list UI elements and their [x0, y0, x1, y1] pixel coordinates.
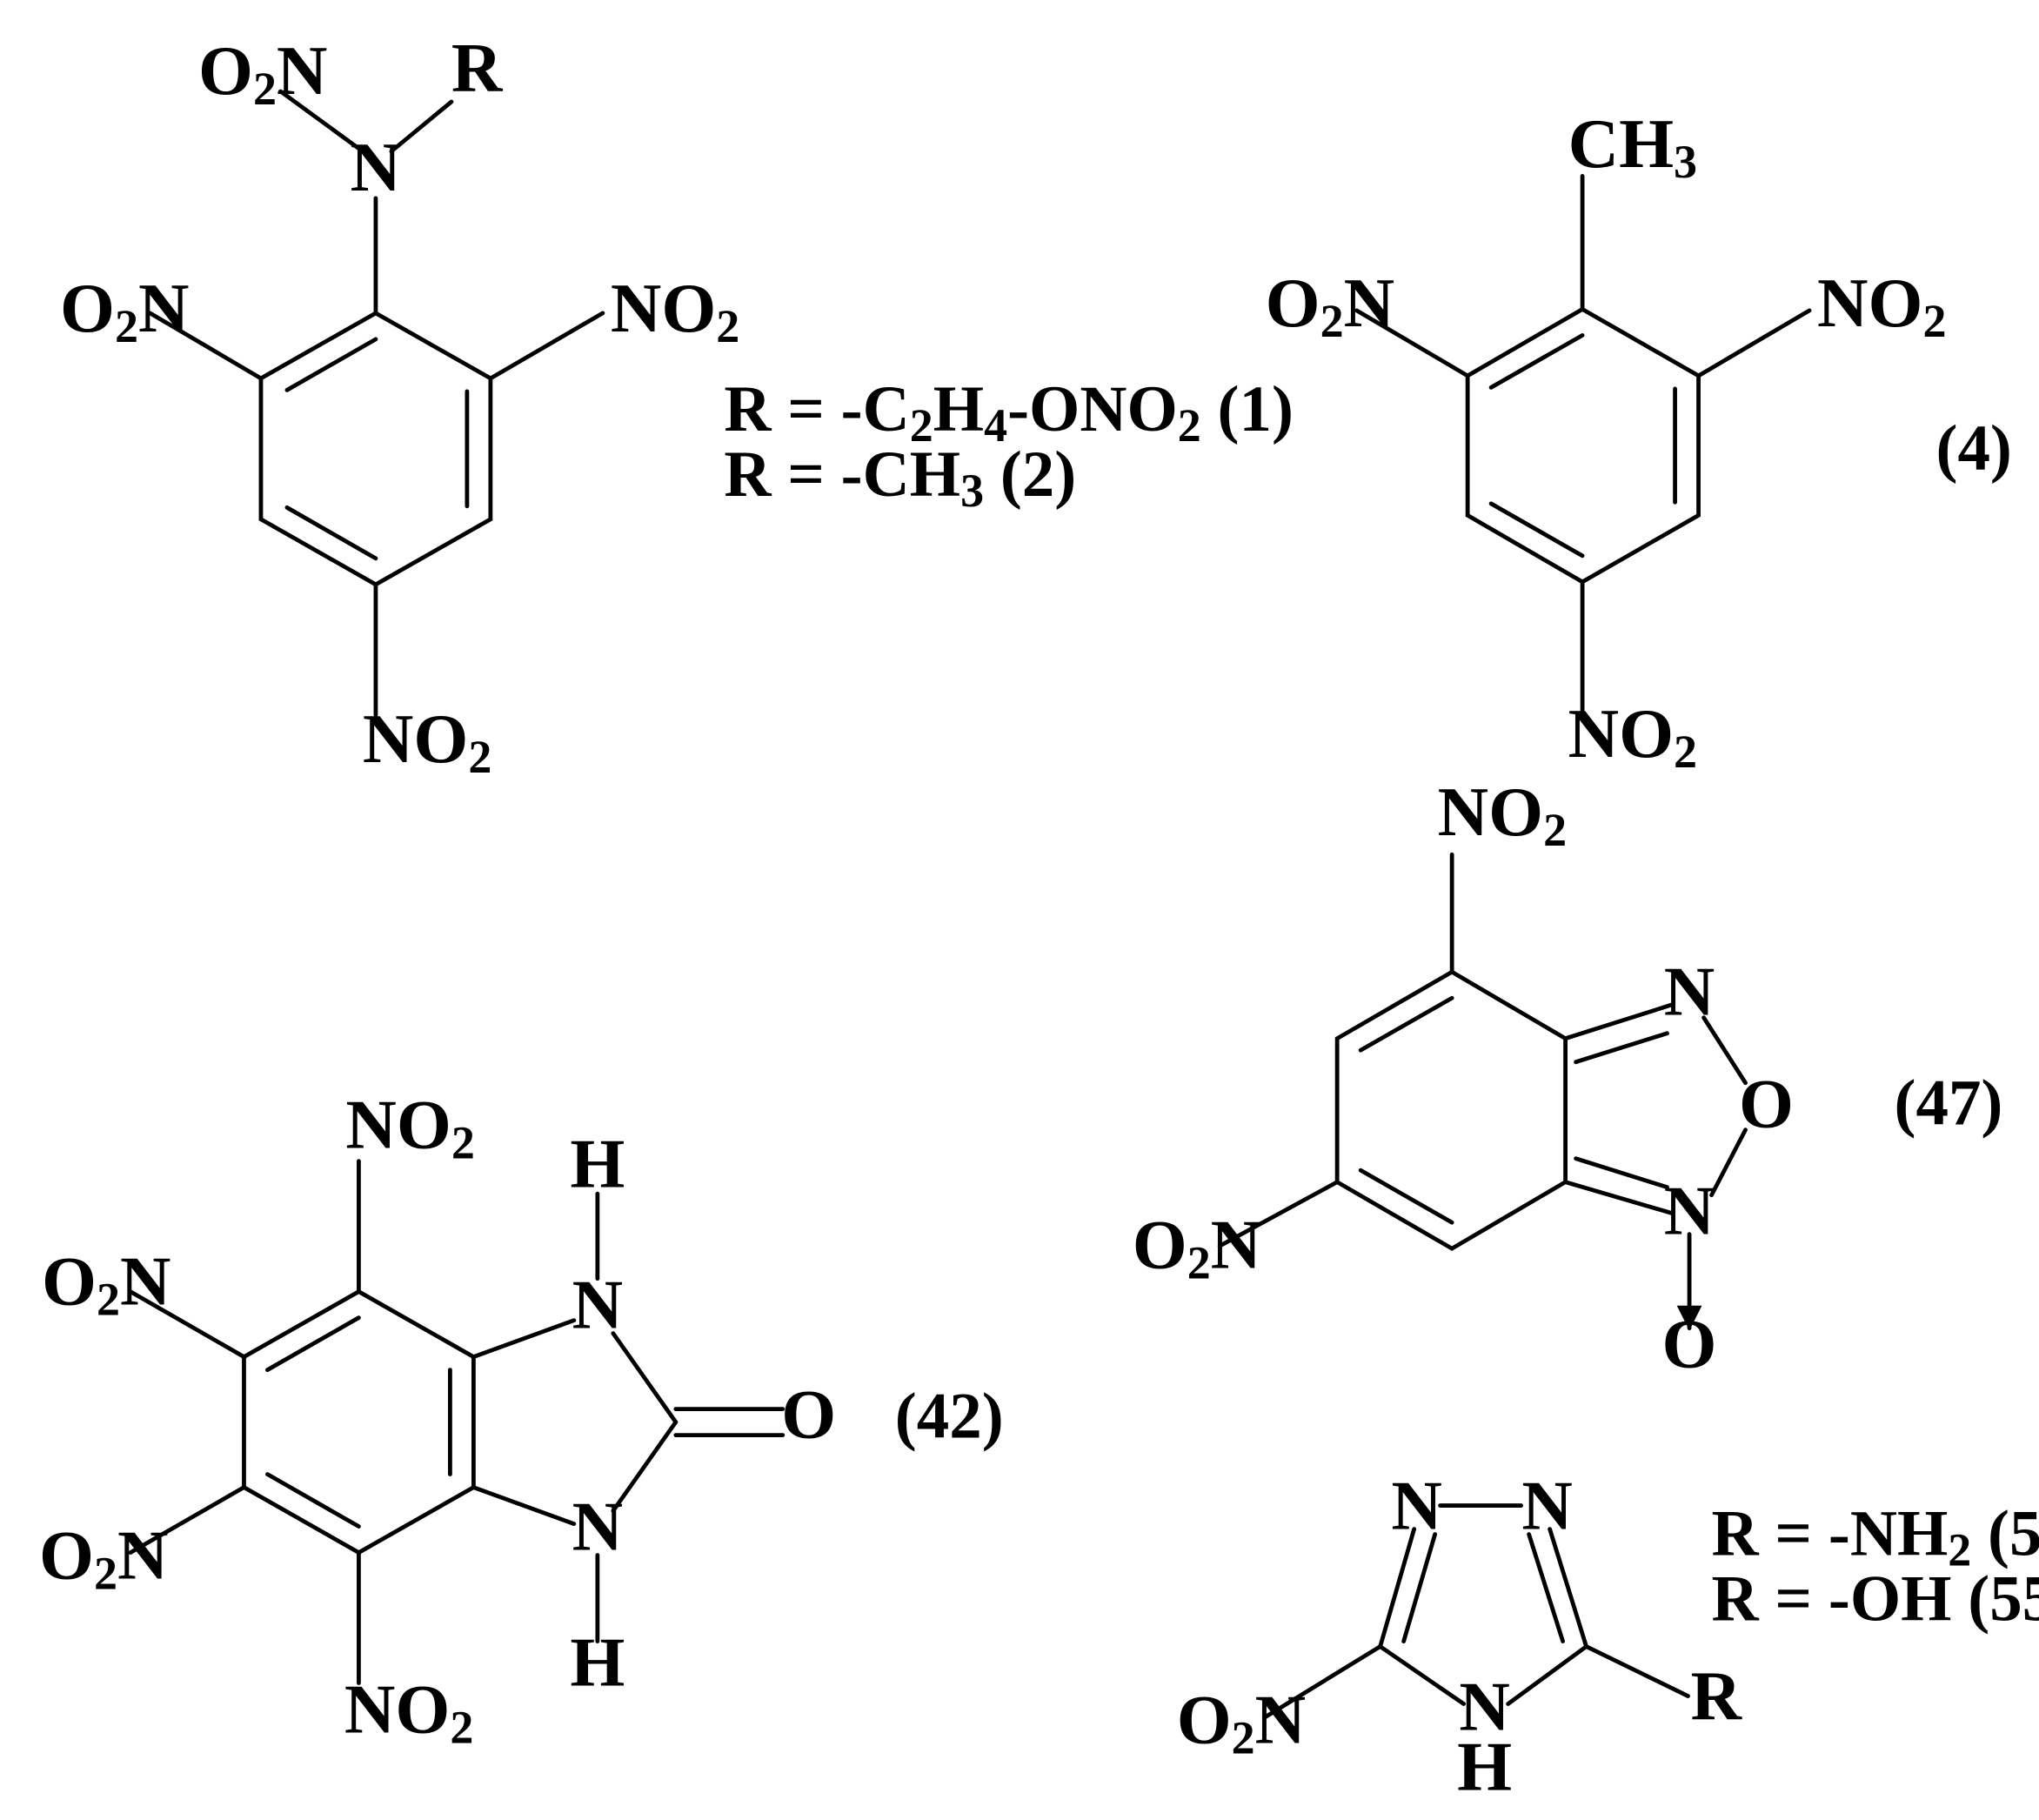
- nitro-6-label: O2N: [1133, 1206, 1261, 1289]
- compound-54-55-bonds: [1263, 1503, 1690, 1719]
- compound-1-2-atom-labels: N R O2N O2N NO2 NO2: [60, 29, 739, 783]
- ortho-nitro-left-label: O2N: [60, 269, 189, 352]
- nitro-top-label: NO2: [345, 1086, 474, 1169]
- caption-compound-2: R = -CH3 (2): [724, 438, 1076, 517]
- amine-nitrogen-label: N: [351, 128, 401, 206]
- compound-1-2-structure: N R O2N O2N NO2 NO2 R = -C2H4-ONO2 (1) R…: [60, 29, 1294, 783]
- h-bottom-label: H: [570, 1623, 625, 1702]
- h-top-label: H: [570, 1125, 625, 1203]
- ortho-nitro-left-label: O2N: [1266, 264, 1394, 347]
- n-oxide-o-label: O: [1662, 1305, 1717, 1383]
- para-nitro-label: NO2: [363, 699, 491, 783]
- compound-54-55-captions: R = -NH2 (54) R = -OH (55): [1712, 1498, 2039, 1636]
- caption-compound-55: R = -OH (55): [1712, 1563, 2039, 1636]
- compound-1-2-bonds: [148, 89, 605, 718]
- compound-4-atom-labels: CH3 O2N NO2 NO2: [1266, 104, 1947, 778]
- ortho-nitro-right-label: NO2: [611, 269, 739, 352]
- ortho-nitro-right-label: NO2: [1817, 264, 1946, 347]
- r-group-label: R: [451, 29, 504, 107]
- compound-47-number: (47): [1895, 1067, 2003, 1140]
- compound-4-structure: CH3 O2N NO2 NO2 (4): [1266, 104, 2012, 778]
- compound-42-bonds: [128, 1159, 786, 1685]
- para-nitro-label: NO2: [1568, 694, 1697, 778]
- triazole-n4-h-label: H: [1457, 1728, 1512, 1806]
- furoxan-o-label: O: [1739, 1065, 1794, 1143]
- compound-4-number: (4): [1935, 412, 2011, 485]
- methyl-label: CH3: [1568, 104, 1697, 188]
- caption-compound-1: R = -C2H4-ONO2 (1): [724, 373, 1294, 452]
- compound-42-atom-labels: NO2 O2N O2N NO2 H N O N H: [39, 1086, 836, 1754]
- triazole-n2-label: N: [1521, 1467, 1572, 1545]
- compound-47-bonds: [1217, 852, 1748, 1331]
- r-group-label: R: [1691, 1657, 1743, 1736]
- compound-42-structure: NO2 O2N O2N NO2 H N O N H (42): [39, 1086, 1004, 1754]
- nitro-4-label: NO2: [1438, 773, 1567, 856]
- compound-42-number: (42): [895, 1381, 1004, 1453]
- compound-47-atom-labels: NO2 O2N N O N O: [1133, 773, 1794, 1383]
- nitro-bottom-label: NO2: [344, 1670, 473, 1754]
- caption-compound-54: R = -NH2 (54): [1712, 1498, 2039, 1576]
- compound-54-55-atom-labels: N N R O2N N H: [1177, 1467, 1743, 1806]
- imidazole-n-top-label: N: [572, 1266, 623, 1344]
- nitro-label: O2N: [1177, 1681, 1306, 1764]
- nitro-lower-left-label: O2N: [39, 1516, 168, 1600]
- triazole-n1-label: N: [1391, 1467, 1441, 1545]
- triazole-n4-label: N: [1459, 1668, 1509, 1746]
- n-nitro-label: O2N: [198, 31, 327, 115]
- compound-47-structure: NO2 O2N N O N O (47): [1133, 773, 2003, 1383]
- furoxan-n-top-label: N: [1664, 953, 1715, 1031]
- compound-54-55-structure: N N R O2N N H R = -NH2 (54) R = -OH (55): [1177, 1467, 2039, 1806]
- furoxan-n-bottom-label: N: [1664, 1172, 1715, 1250]
- nitro-upper-left-label: O2N: [42, 1242, 170, 1326]
- carbonyl-o-label: O: [781, 1375, 836, 1454]
- compound-4-bonds: [1354, 174, 1812, 713]
- compound-1-2-captions: R = -C2H4-ONO2 (1) R = -CH3 (2): [724, 373, 1294, 517]
- imidazole-n-bottom-label: N: [572, 1488, 623, 1566]
